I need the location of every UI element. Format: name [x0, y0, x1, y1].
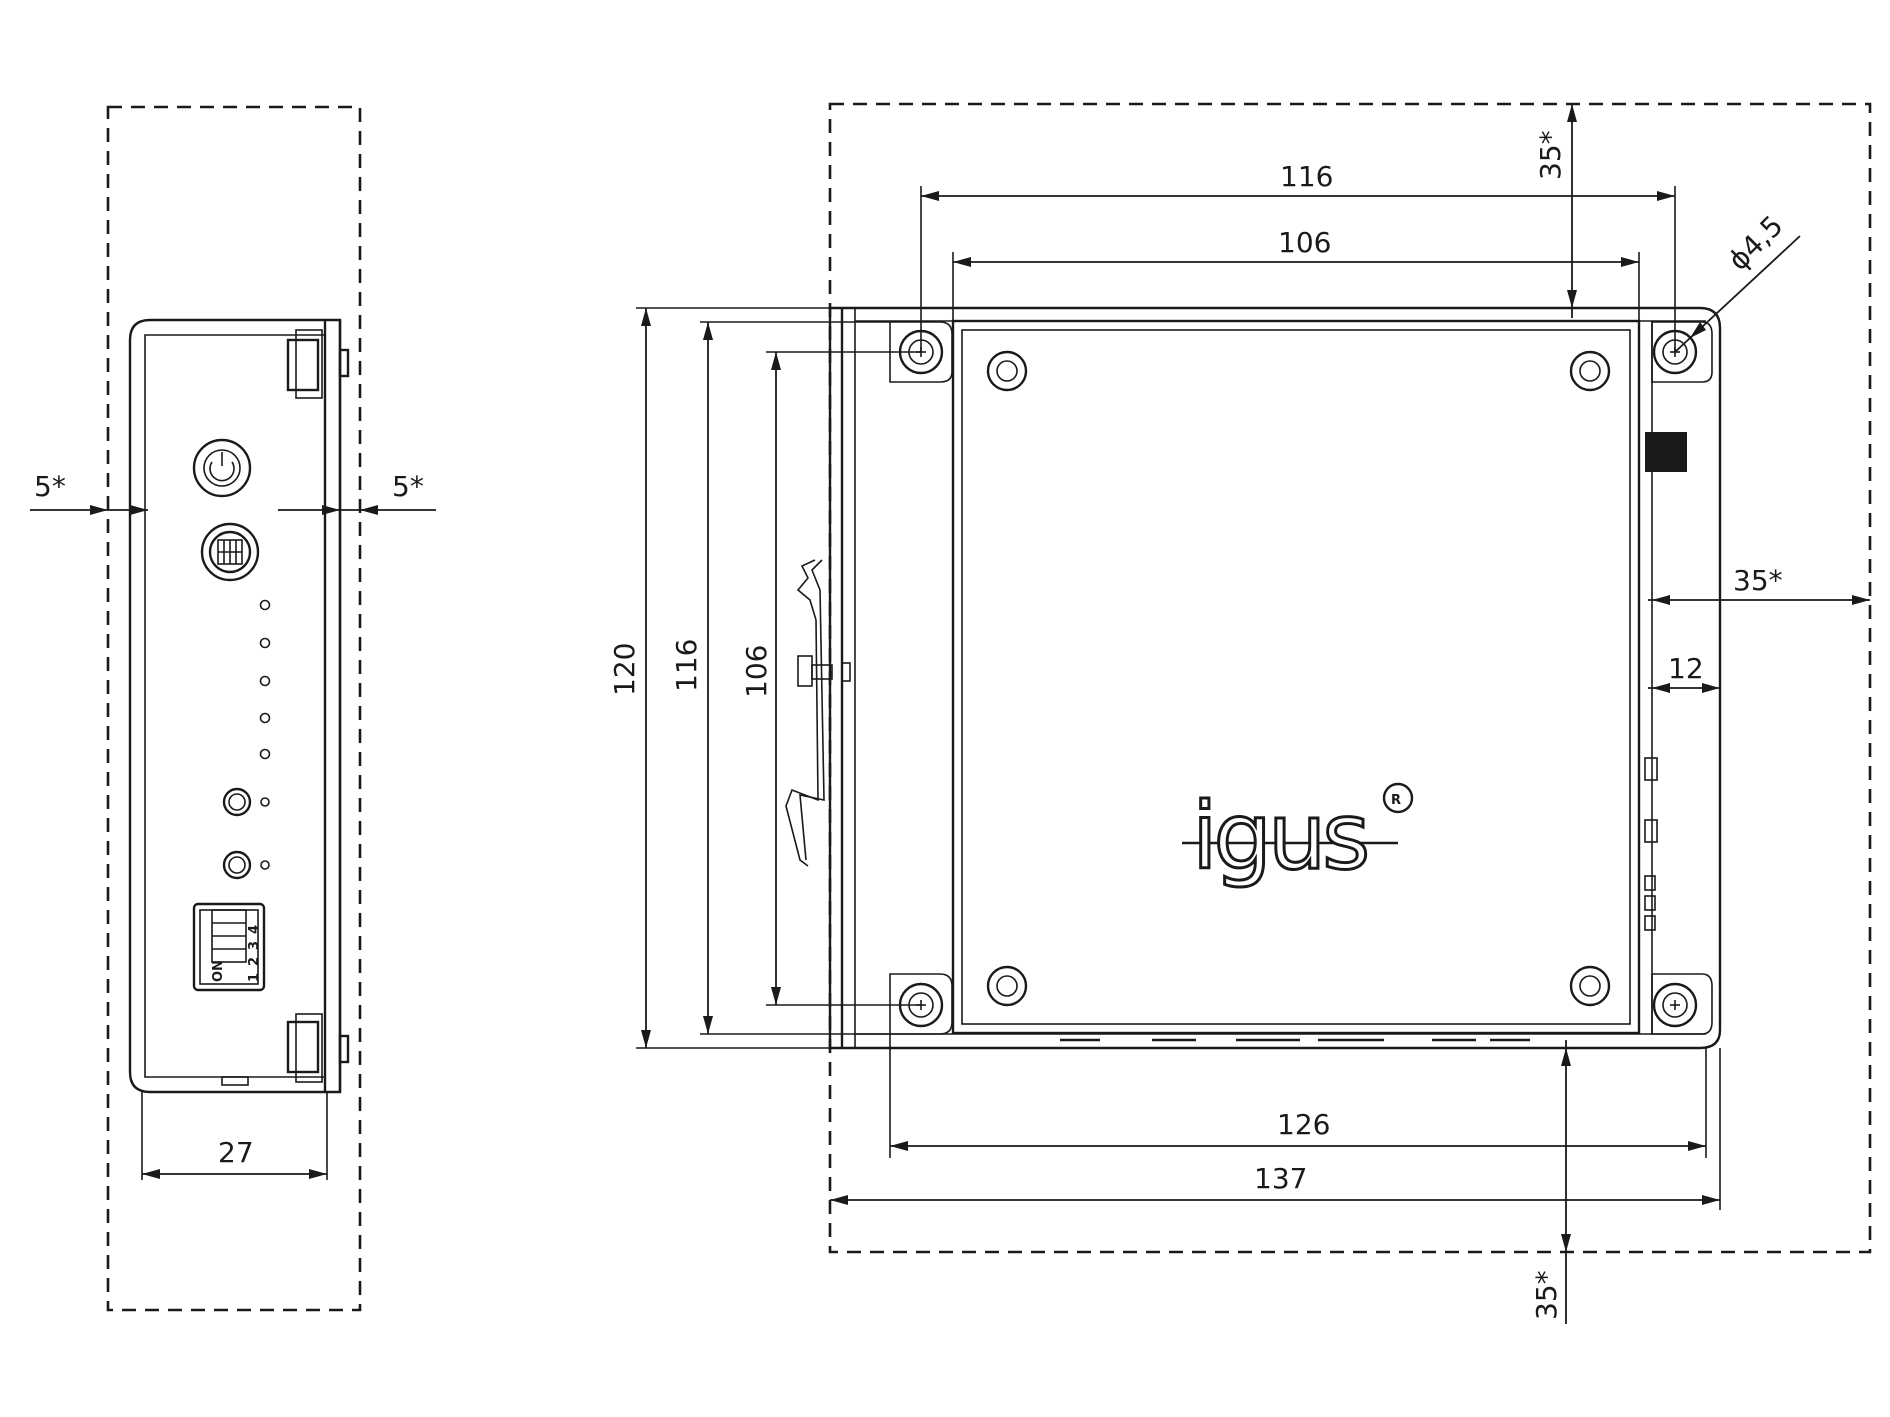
- dim-width-126-label: 126: [1277, 1108, 1330, 1141]
- dim-hole-span-vertical-label: 116: [670, 639, 703, 692]
- dip-switch-number-1: 1: [247, 973, 262, 982]
- dim-width-126: 126: [889, 1034, 1707, 1158]
- dim-top-hole-span-horizontal: 116: [920, 160, 1676, 352]
- dim-side-width-label: 27: [218, 1136, 254, 1169]
- dim-top-clearance-top: 35*: [1534, 104, 1577, 318]
- side-view: ON 1 2 3 4 5*: [30, 105, 436, 1312]
- small-button-2: [222, 850, 270, 880]
- dim-connector-depth-label: 12: [1668, 652, 1704, 685]
- dim-top-clearance-bottom: 35*: [1530, 1040, 1571, 1324]
- lid-screws: [986, 350, 1611, 1007]
- dip-switch: ON 1 2 3 4: [192, 902, 266, 992]
- dim-top-inner-span-horizontal: 106: [952, 226, 1640, 321]
- status-led-column: [259, 599, 271, 760]
- top-view: igus R 116 106 ϕ4,5: [608, 102, 1872, 1324]
- top-lid-plate: [951, 319, 1641, 1035]
- circular-connector-icon: [200, 522, 260, 582]
- side-clip-bottom: [286, 1013, 350, 1083]
- dim-connector-depth: 12: [1648, 652, 1720, 693]
- small-button-1: [222, 787, 270, 817]
- dim-height-total-label: 120: [608, 643, 641, 696]
- mounting-hole-bottom-right: [1651, 973, 1713, 1035]
- din-rail-clip: [785, 559, 851, 867]
- dim-width-137-label: 137: [1254, 1162, 1307, 1195]
- dim-top-clearance-right-label: 35*: [1733, 564, 1783, 597]
- dim-hole-span-vertical: 116: [670, 321, 890, 1035]
- brand-logo: igus R: [1182, 782, 1414, 892]
- side-housing-outline: [128, 318, 342, 1094]
- top-housing-outline: [828, 306, 1722, 1050]
- dim-top-116-label: 116: [1280, 160, 1333, 193]
- dim-top-clearance-bottom-label: 35*: [1530, 1270, 1563, 1320]
- mounting-hole-bottom-left: [889, 973, 953, 1035]
- dim-top-106-label: 106: [1278, 226, 1331, 259]
- dim-side-clearance-left-label: 5*: [34, 470, 66, 503]
- dim-width-137: 137: [830, 1048, 1721, 1210]
- dim-side-clearance-right-label: 5*: [392, 470, 424, 503]
- dim-height-total: 120: [608, 307, 842, 1049]
- dim-hole-diameter: ϕ4,5: [1674, 209, 1801, 353]
- dim-top-clearance-top-label: 35*: [1534, 130, 1567, 180]
- dim-side-width: 27: [141, 1092, 328, 1180]
- side-clip-top: [286, 329, 350, 399]
- dim-side-clearance-left: 5*: [30, 470, 148, 515]
- side-connectors: [1644, 432, 1687, 931]
- dim-top-clearance-right: 35*: [1648, 564, 1870, 605]
- dim-hole-diameter-label: ϕ4,5: [1722, 209, 1790, 277]
- brand-logo-text: igus: [1192, 783, 1366, 890]
- dim-inner-span-vertical-label: 106: [740, 645, 773, 698]
- dip-switch-number-2: 2: [247, 957, 262, 966]
- top-clearance-envelope: [828, 102, 1872, 1254]
- power-button-icon: [192, 438, 252, 498]
- registered-mark: R: [1391, 793, 1401, 808]
- dip-switch-on-label: ON: [211, 960, 226, 982]
- dim-inner-span-vertical: 106: [740, 351, 921, 1006]
- side-housing-inner: [144, 334, 326, 1078]
- dip-switch-number-3: 3: [247, 941, 262, 950]
- side-clearance-envelope: [106, 105, 362, 1312]
- dim-side-clearance-right: 5*: [278, 470, 436, 515]
- dip-switch-number-4: 4: [247, 925, 262, 934]
